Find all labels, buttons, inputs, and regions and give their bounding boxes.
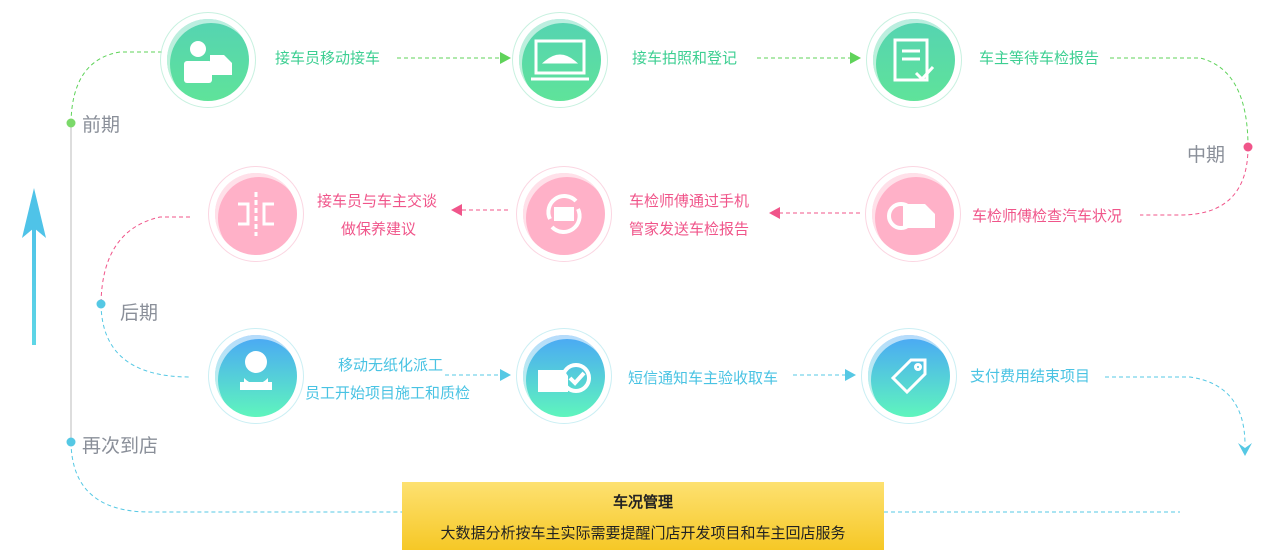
step-label: 接车拍照和登记 <box>632 49 738 67</box>
step-label: 短信通知车主验收取车 <box>628 369 779 387</box>
phase-late: 后期 <box>120 302 159 324</box>
phase-revisit: 再次到店 <box>82 435 159 457</box>
step-label: 接车员移动接车 <box>275 49 381 67</box>
summary-text: 大数据分析按车主实际需要提醒门店开发项目和车主回店服务 <box>440 524 846 542</box>
mechanic-wrench-icon <box>208 328 304 424</box>
step-label: 车检师傅检查汽车状况 <box>972 207 1123 225</box>
summary-box: 车况管理 大数据分析按车主实际需要提醒门店开发项目和车主回店服务 <box>402 482 884 550</box>
step-label: 管家发送车检报告 <box>629 220 750 238</box>
phase-early: 前期 <box>82 114 121 136</box>
price-tag-icon <box>861 328 957 424</box>
clipboard-check-icon <box>866 12 962 108</box>
step-label: 接车员与车主交谈 <box>317 192 438 210</box>
step-label: 车检师傅通过手机 <box>629 192 750 210</box>
car-check-icon <box>516 328 612 424</box>
car-sync-icon <box>516 166 612 262</box>
step-label: 做保养建议 <box>341 220 417 238</box>
car-search-icon <box>865 166 961 262</box>
road-icon <box>208 166 304 262</box>
summary-title: 车况管理 <box>612 493 673 511</box>
up-arrow-icon <box>22 188 46 345</box>
step-label: 员工开始项目施工和质检 <box>305 384 471 402</box>
mechanic-car-icon <box>160 12 256 108</box>
laptop-car-icon <box>512 12 608 108</box>
step-label: 支付费用结束项目 <box>970 367 1091 385</box>
step-label: 移动无纸化派工 <box>338 356 444 374</box>
step-label: 车主等待车检报告 <box>979 49 1100 67</box>
phase-mid: 中期 <box>1187 144 1226 166</box>
